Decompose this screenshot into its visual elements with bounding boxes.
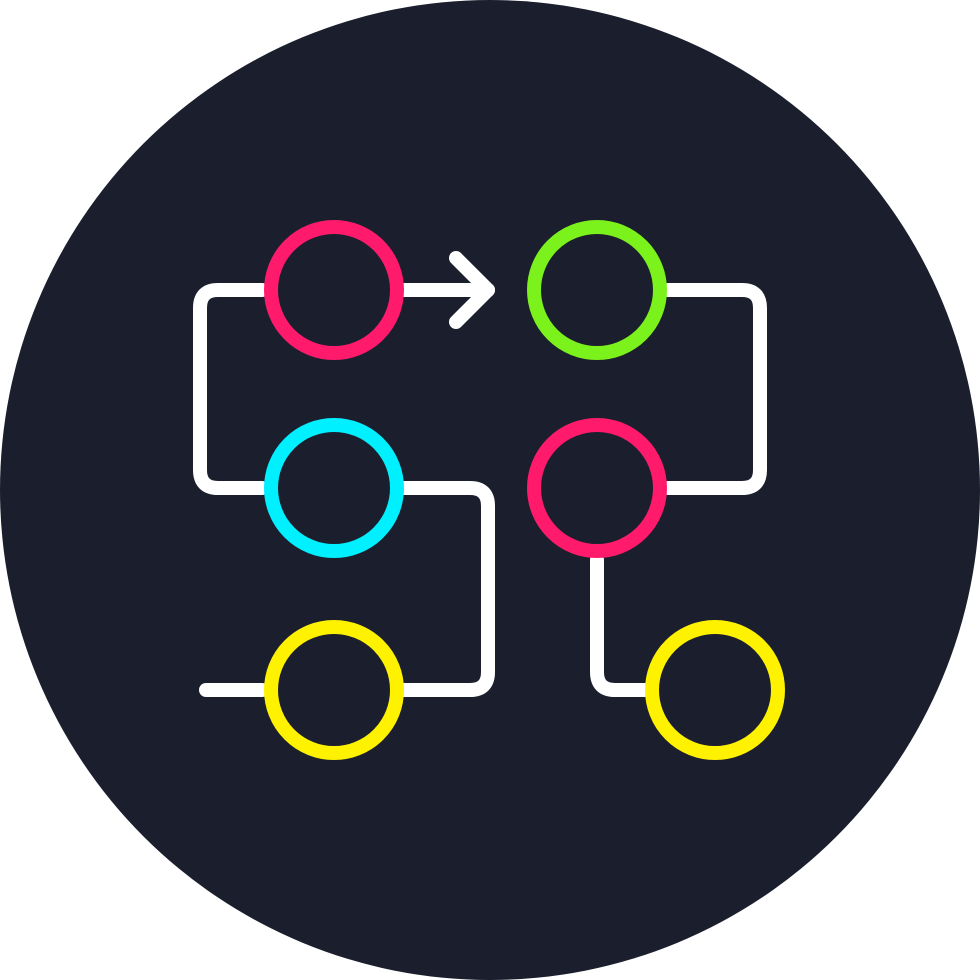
arrow-head-icon: [449, 251, 495, 329]
node-target-circle: [527, 220, 667, 360]
node-cyan-circle: [264, 418, 404, 558]
connector-right-loop: [661, 283, 767, 495]
connector-branch-down: [590, 553, 651, 697]
node-yellow-right-circle: [645, 620, 785, 760]
node-branch-circle: [527, 418, 667, 558]
connector-center-s: [397, 481, 495, 697]
node-yellow-left-circle: [264, 620, 404, 760]
connector-left-loop: [193, 283, 269, 495]
node-start-circle: [264, 220, 404, 360]
